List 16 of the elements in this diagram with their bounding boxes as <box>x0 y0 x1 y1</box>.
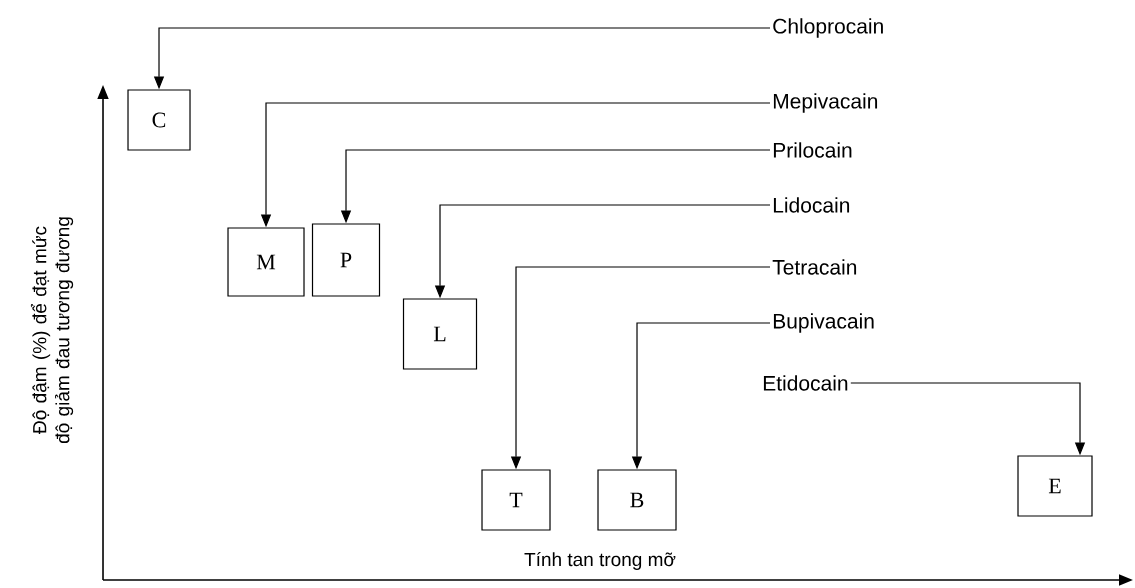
letter-box: C <box>127 89 191 151</box>
letter-box: T <box>481 469 551 531</box>
letter-box: B <box>597 469 677 531</box>
drug-name: Lidocain <box>773 197 850 213</box>
drug-name: Bupivacain <box>773 313 874 333</box>
drug-name: Etidocain <box>763 375 848 391</box>
axis-label: Tính tan trong mỡ <box>524 552 676 570</box>
letter-box: L <box>402 298 478 370</box>
drug-name: Chloprocain <box>773 18 883 38</box>
drug-name: Mepivacain <box>773 93 878 113</box>
axis-label: Độ đậm (%) để đạt mức độ giảm đau tương đương <box>30 217 74 444</box>
letter-box: M <box>227 227 305 297</box>
drug-name: Tetracain <box>772 259 857 275</box>
letter-box: P <box>311 223 381 297</box>
drug-name: Prilocain <box>773 142 852 158</box>
letter-box: E <box>1017 455 1093 517</box>
